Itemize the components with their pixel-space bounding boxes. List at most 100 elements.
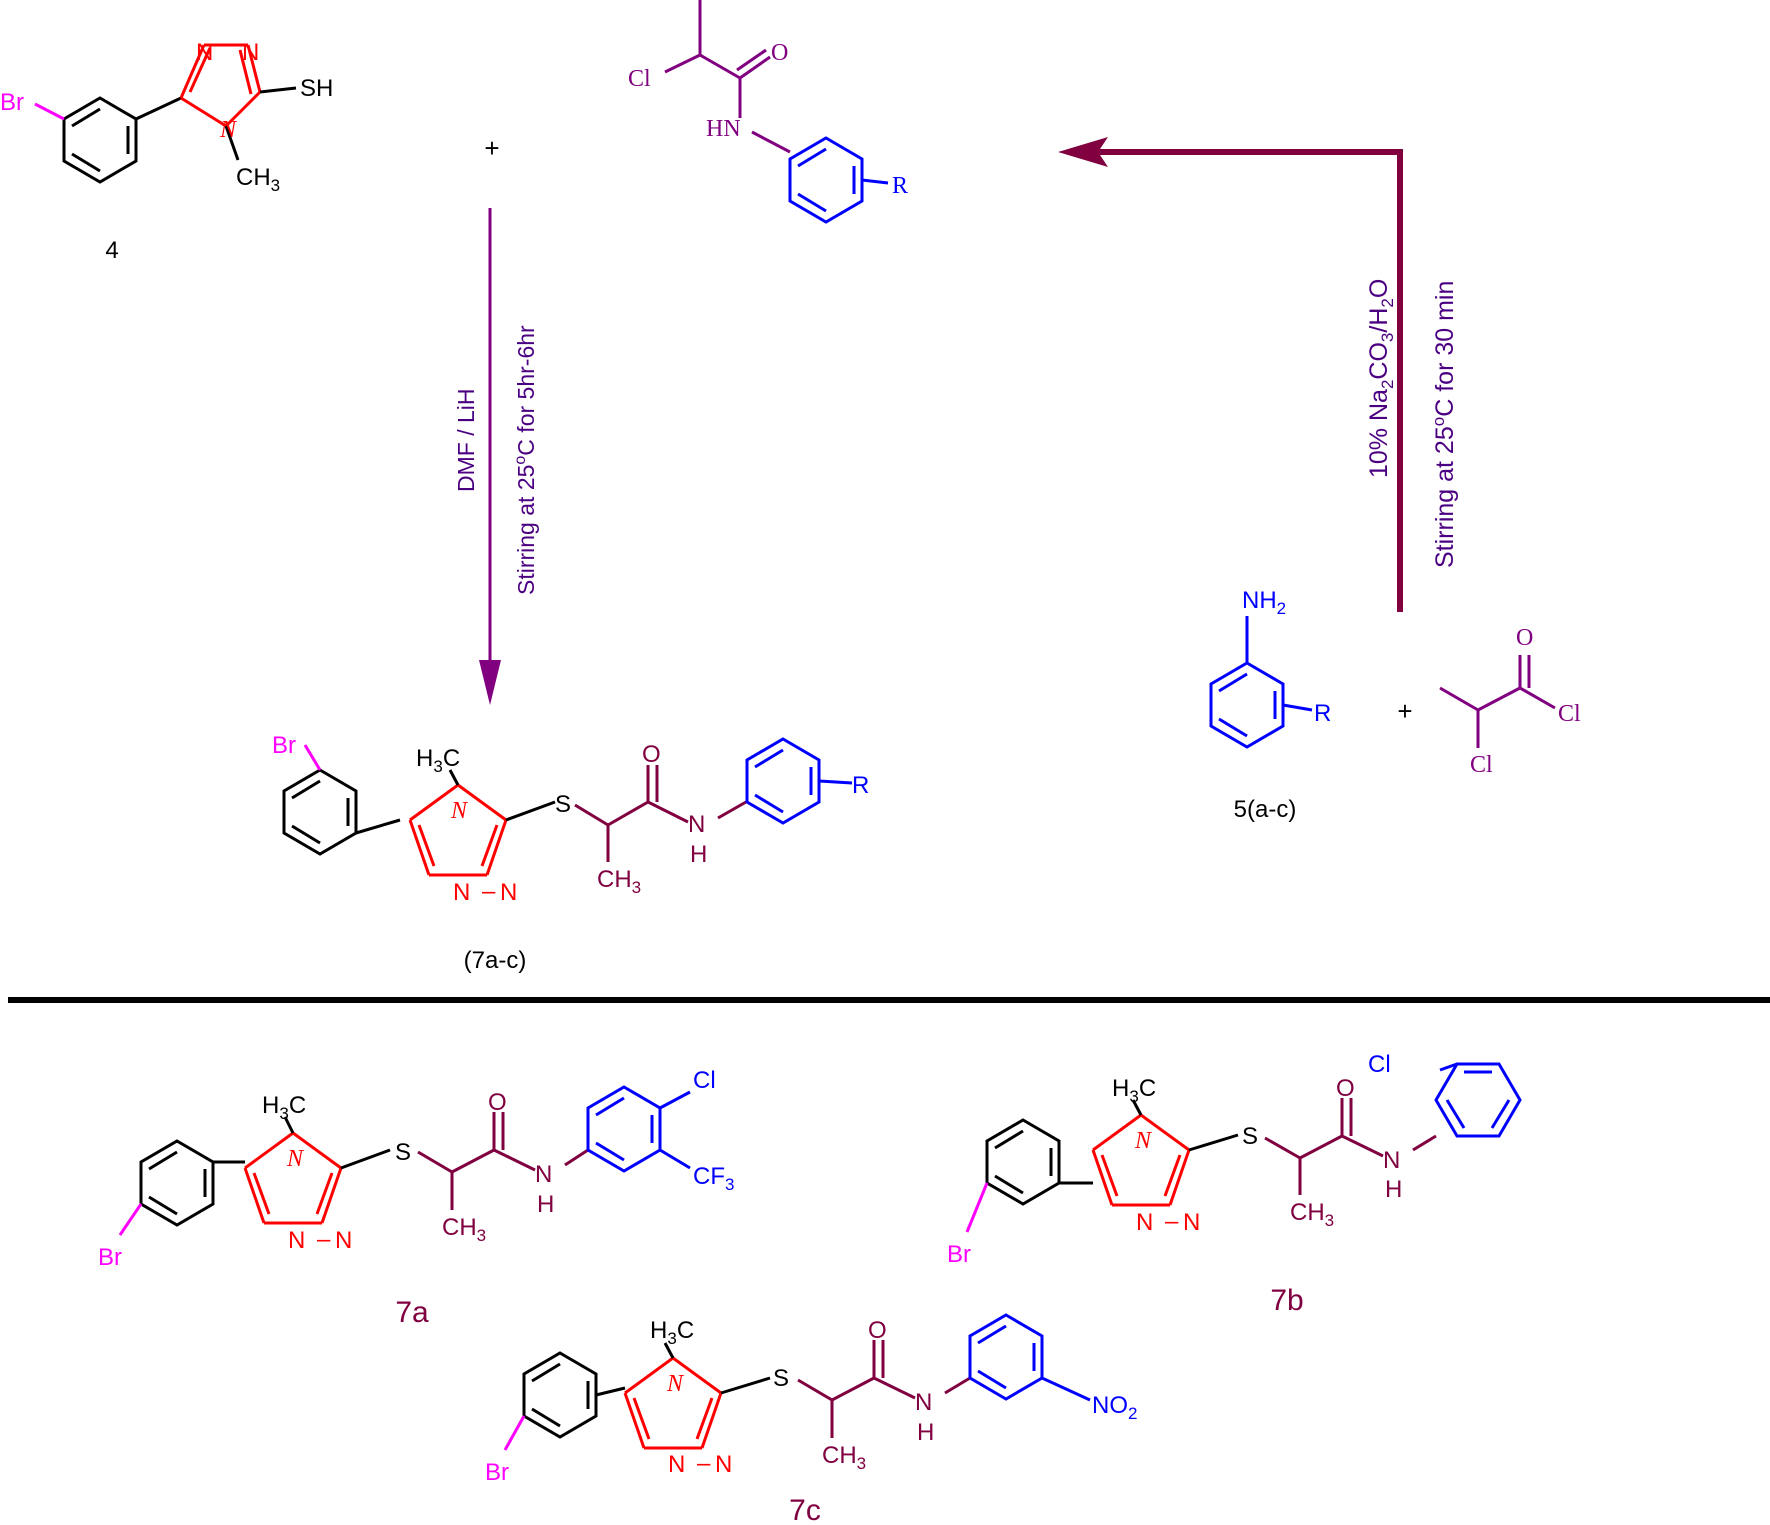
no2-group: NO2 bbox=[1092, 1392, 1137, 1423]
plus-sign: + bbox=[484, 133, 499, 163]
cl-atom: Cl bbox=[693, 1067, 716, 1094]
bromophenyl-ring bbox=[985, 1118, 1061, 1206]
phenyl-ring bbox=[62, 96, 138, 184]
triazole-ring bbox=[179, 43, 262, 128]
compound-label: 4 bbox=[105, 237, 118, 264]
cf3-group: CF3 bbox=[693, 1163, 734, 1194]
right-reaction-arrow: 10% Na2CO3/H2O Stirring at 25oC for 30 m… bbox=[1058, 137, 1459, 612]
h-atom: H bbox=[537, 1191, 554, 1218]
s-atom: S bbox=[773, 1365, 789, 1392]
chlorophenyl-ring bbox=[1434, 1062, 1522, 1138]
o-atom: O bbox=[1516, 625, 1533, 651]
n-atom: N bbox=[1183, 1209, 1200, 1236]
br-atom: Br bbox=[485, 1459, 509, 1486]
s-atom: S bbox=[1242, 1123, 1258, 1150]
ch3-group: CH3 bbox=[822, 1442, 866, 1473]
left-reaction-arrow: DMF / LiH Stirring at 25oC for 5hr-6hr bbox=[453, 208, 539, 705]
s-atom: S bbox=[395, 1139, 411, 1166]
n-atom: N bbox=[196, 39, 213, 66]
br-atom: Br bbox=[0, 89, 24, 116]
h-atom: H bbox=[690, 841, 707, 868]
acid-chloride-reagent: O Cl Cl bbox=[1439, 625, 1581, 778]
o-atom: O bbox=[771, 40, 788, 66]
nn-bond: – bbox=[1165, 1208, 1179, 1235]
compound-label: (7a-c) bbox=[464, 947, 527, 974]
bromophenyl-ring bbox=[522, 1351, 598, 1439]
hn-group: HN bbox=[706, 116, 741, 142]
c-br-bond bbox=[34, 102, 65, 121]
br-atom: Br bbox=[947, 1241, 971, 1268]
n-atom: N bbox=[688, 811, 705, 838]
r-substituent: R bbox=[892, 173, 908, 199]
aryl-triazole-bond bbox=[135, 96, 182, 121]
compound-label: 7b bbox=[1270, 1284, 1303, 1317]
o-atom: O bbox=[1336, 1075, 1355, 1102]
n-ch3-bond bbox=[224, 125, 240, 161]
n-atom: N bbox=[715, 1451, 732, 1478]
br-atom: Br bbox=[98, 1244, 122, 1271]
o-atom: O bbox=[488, 1089, 507, 1116]
h3c-group: H3C bbox=[262, 1092, 306, 1123]
cl-atom: Cl bbox=[628, 66, 651, 92]
n-atom: N bbox=[242, 39, 259, 66]
ch3-group: CH3 bbox=[442, 1214, 486, 1245]
c-sh-bond bbox=[259, 86, 297, 94]
compound-label: 5(a-c) bbox=[1234, 796, 1297, 823]
n-atom: N bbox=[219, 117, 238, 143]
s-atom: S bbox=[555, 791, 571, 818]
n-atom: N bbox=[1383, 1147, 1400, 1174]
n-atom: N bbox=[668, 1451, 685, 1478]
nn-bond: – bbox=[482, 878, 496, 905]
ch3-group: CH3 bbox=[1290, 1199, 1334, 1230]
compound-7c: Br H3C N N – N S O N H CH3 NO2 7c bbox=[485, 1313, 1137, 1525]
ch3-group: CH3 bbox=[597, 866, 641, 897]
r-substituent: R bbox=[1314, 700, 1331, 727]
condition-reagents: DMF / LiH bbox=[453, 389, 479, 493]
o-atom: O bbox=[868, 1317, 887, 1344]
r-substituent: R bbox=[852, 772, 869, 799]
ch3-group: CH3 bbox=[236, 164, 280, 195]
arrow-head bbox=[479, 660, 501, 705]
nh2-group: NH2 bbox=[1242, 587, 1286, 618]
n-atom: N bbox=[450, 798, 469, 824]
o-atom: O bbox=[642, 741, 661, 768]
h-atom: H bbox=[1385, 1176, 1402, 1203]
cl-atom: Cl bbox=[1558, 701, 1581, 727]
condition-temperature: Stirring at 25oC for 5hr-6hr bbox=[512, 325, 539, 595]
compound-label: 7c bbox=[789, 1494, 821, 1525]
n-atom: N bbox=[335, 1227, 352, 1254]
n-atom: N bbox=[915, 1389, 932, 1416]
aniline-ring bbox=[1209, 661, 1285, 749]
n-atom: N bbox=[500, 879, 517, 906]
n-atom: N bbox=[288, 1227, 305, 1254]
n-atom: N bbox=[535, 1161, 552, 1188]
n-atom: N bbox=[453, 879, 470, 906]
aryl-ring bbox=[586, 1085, 662, 1173]
cl-atom: Cl bbox=[1368, 1051, 1391, 1078]
compound-7b: Br H3C N N – N S O N H CH3 Cl 7b bbox=[947, 1051, 1522, 1317]
chloroamide-reagent: O Cl HN R bbox=[628, 0, 908, 224]
aryl-ring bbox=[745, 737, 821, 825]
sh-group: SH bbox=[300, 75, 333, 102]
n-atom: N bbox=[1134, 1128, 1153, 1154]
nitrophenyl-ring bbox=[968, 1313, 1044, 1401]
h-atom: H bbox=[917, 1419, 934, 1446]
n-atom: N bbox=[1136, 1209, 1153, 1236]
cl-atom: Cl bbox=[1470, 752, 1493, 778]
arrow-head bbox=[1058, 137, 1108, 167]
compound-4: Br N N N SH CH3 4 bbox=[0, 39, 333, 264]
h3c-group: H3C bbox=[416, 745, 460, 776]
general-product-7: Br H3C N N N – S O N H CH3 R (7a-c) bbox=[272, 732, 869, 974]
n-atom: N bbox=[666, 1371, 685, 1397]
nn-bond: – bbox=[317, 1226, 331, 1253]
nn-bond: – bbox=[697, 1450, 711, 1477]
aniline-5: NH2 R 5(a-c) bbox=[1209, 587, 1331, 823]
compound-label: 7a bbox=[395, 1296, 429, 1329]
h3c-group: H3C bbox=[1112, 1075, 1156, 1106]
n-atom: N bbox=[286, 1146, 305, 1172]
h3c-group: H3C bbox=[650, 1317, 694, 1348]
bromophenyl-ring bbox=[139, 1139, 215, 1227]
plus-sign: + bbox=[1397, 696, 1412, 726]
bromophenyl-ring bbox=[282, 768, 358, 856]
